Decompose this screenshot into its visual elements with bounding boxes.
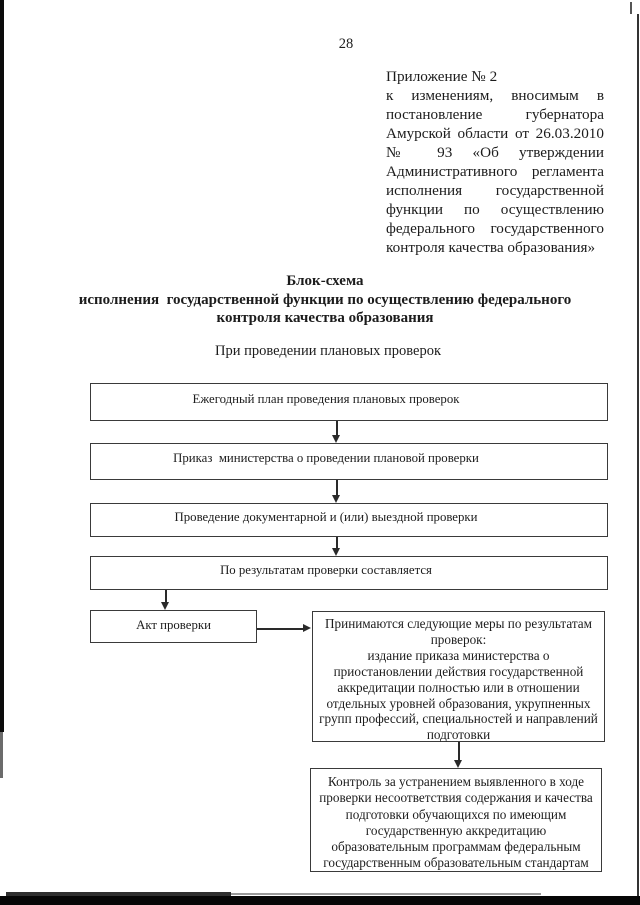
flow-box-ministry-order: Приказ министерства о проведении планово… [90, 443, 608, 480]
flow-box-results: По результатам проверки составляется [90, 556, 608, 590]
page-number: 28 [338, 36, 354, 52]
flow-arrow-down-4-line [165, 590, 167, 603]
arrow-down-icon [332, 548, 340, 556]
scan-edge-bottom-dark [6, 892, 231, 896]
flow-arrow-right-line [257, 628, 304, 630]
appendix-note-line: к изменениям, вносимым в [386, 87, 604, 104]
flow-arrow-down-1-line [336, 421, 338, 436]
flow-box-label: Контроль за устранением выявленного в хо… [319, 774, 593, 871]
appendix-note-line: исполнения государственной [386, 182, 604, 199]
appendix-note-line: Административного регламента [386, 163, 604, 180]
appendix-note-line: функции по осуществлению [386, 201, 604, 218]
appendix-note-line: № 93 «Об утверждении [386, 144, 604, 161]
appendix-note-line: контроля качества образования» [386, 239, 596, 256]
flow-box-act: Акт проверки [90, 610, 257, 643]
appendix-note-line: Амурской области от 26.03.2010 [386, 125, 604, 142]
flow-box-annual-plan: Ежегодный план проведения плановых прове… [90, 383, 608, 421]
document-subtitle: При проведении плановых проверок [215, 343, 441, 359]
flow-box-control: Контроль за устранением выявленного в хо… [310, 768, 602, 872]
scan-edge-left [0, 0, 4, 732]
flow-box-label: Приказ министерства о проведении планово… [173, 451, 479, 465]
scan-edge-left-fade [0, 732, 3, 778]
flow-arrow-down-2-line [336, 480, 338, 496]
appendix-note-line: федерального государственного [386, 220, 604, 237]
arrow-down-icon [332, 495, 340, 503]
scan-edge-bottom [0, 896, 640, 905]
flow-box-inspection: Проведение документарной и (или) выездно… [90, 503, 608, 537]
appendix-note-line: Приложение № 2 [386, 68, 498, 85]
appendix-note: Приложение № 2 к изменениям, вносимым в … [386, 67, 604, 257]
scan-mark-top-right [630, 2, 632, 14]
appendix-note-line: постановление губернатора [386, 106, 604, 123]
flow-arrow-down-5-line [458, 742, 460, 761]
arrow-down-icon [161, 602, 169, 610]
arrow-down-icon [454, 760, 462, 768]
document-title: Блок-схема исполнения государственной фу… [78, 273, 572, 326]
arrow-right-icon [303, 624, 311, 632]
flow-box-measures: Принимаются следующие меры по результата… [312, 611, 605, 742]
flow-box-label: Акт проверки [136, 618, 211, 632]
flow-arrow-down-3-line [336, 537, 338, 549]
scan-edge-right [637, 14, 639, 896]
arrow-down-icon [332, 435, 340, 443]
flow-box-label: По результатам проверки составляется [220, 562, 432, 577]
flow-box-label: Проведение документарной и (или) выездно… [174, 509, 478, 524]
scan-edge-bottom-light [231, 893, 541, 895]
flow-box-label: Ежегодный план проведения плановых прове… [192, 391, 460, 406]
flow-box-label: Принимаются следующие меры по результата… [319, 616, 598, 743]
